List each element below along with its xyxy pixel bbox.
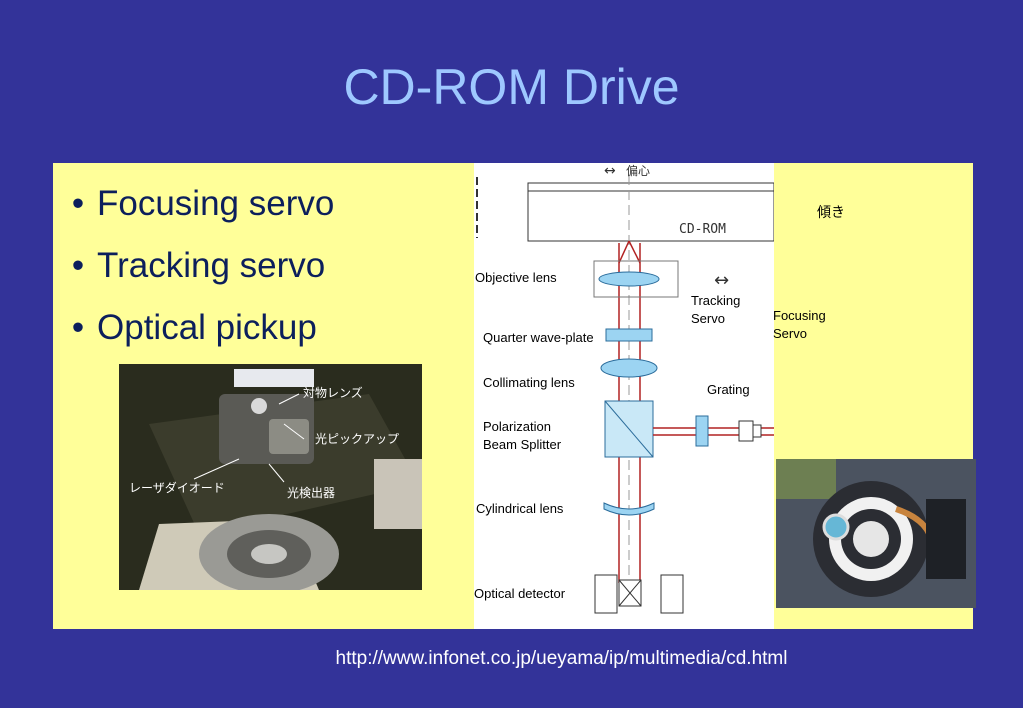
slide-title: CD-ROM Drive [343,59,680,115]
bullet-marker: • [71,246,85,285]
quarter-wave-plate-label: Quarter wave-plate [483,329,594,347]
tracking-arrow-icon: ↔ [714,270,729,291]
bullet-text: Focusing servo [97,184,335,223]
collimating-lens-label: Collimating lens [483,374,575,392]
optical-detector-label: Optical detector [474,585,566,603]
tilt-label: 傾き [817,204,845,220]
bullet-list: • Focusing servo • Tracking servo • Optical… [59,173,334,359]
grating-label: Grating [707,381,750,399]
bullet-item: • Focusing servo [59,173,334,235]
content-panel: • Focusing servo • Tracking servo • Optical… [53,163,976,629]
bullet-text: Tracking servo [97,246,326,285]
bullet-marker: • [71,308,85,347]
optical-diagram-graphic: ↔ ↕ ↕ ↔ 偏心 CD-ROM [474,163,834,629]
eccentricity-arrow-icon: ↔ [604,163,616,179]
disc-label: CD-ROM [679,222,726,237]
photo-label: 光ピックアップ [315,432,400,446]
cylindrical-lens-label: Cylindrical lens [476,500,564,518]
bullet-marker: • [71,184,85,223]
bullet-text: Optical pickup [97,308,317,347]
bullet-item: • Optical pickup [59,297,334,359]
photo-label: レーザダイオード [129,481,225,495]
footer-url[interactable]: http://www.infonet.co.jp/ueyama/ip/multi… [0,648,1023,670]
optical-pickup-photo: 対物レンズ 光ピックアップ レーザダイオード 光検出器 [119,364,422,590]
bullet-item: • Tracking servo [59,235,334,297]
pickup-closeup-photo [776,459,976,608]
optical-diagram: ↔ ↕ ↕ ↔ 偏心 CD-ROM [474,163,834,629]
photo-label: 対物レンズ [303,386,363,400]
eccentricity-label: 偏心 [626,163,650,178]
footer-url-text[interactable]: http://www.infonet.co.jp/ueyama/ip/multi… [335,648,788,669]
photo-label: 光検出器 [287,486,336,500]
objective-lens-label: Objective lens [475,269,557,287]
